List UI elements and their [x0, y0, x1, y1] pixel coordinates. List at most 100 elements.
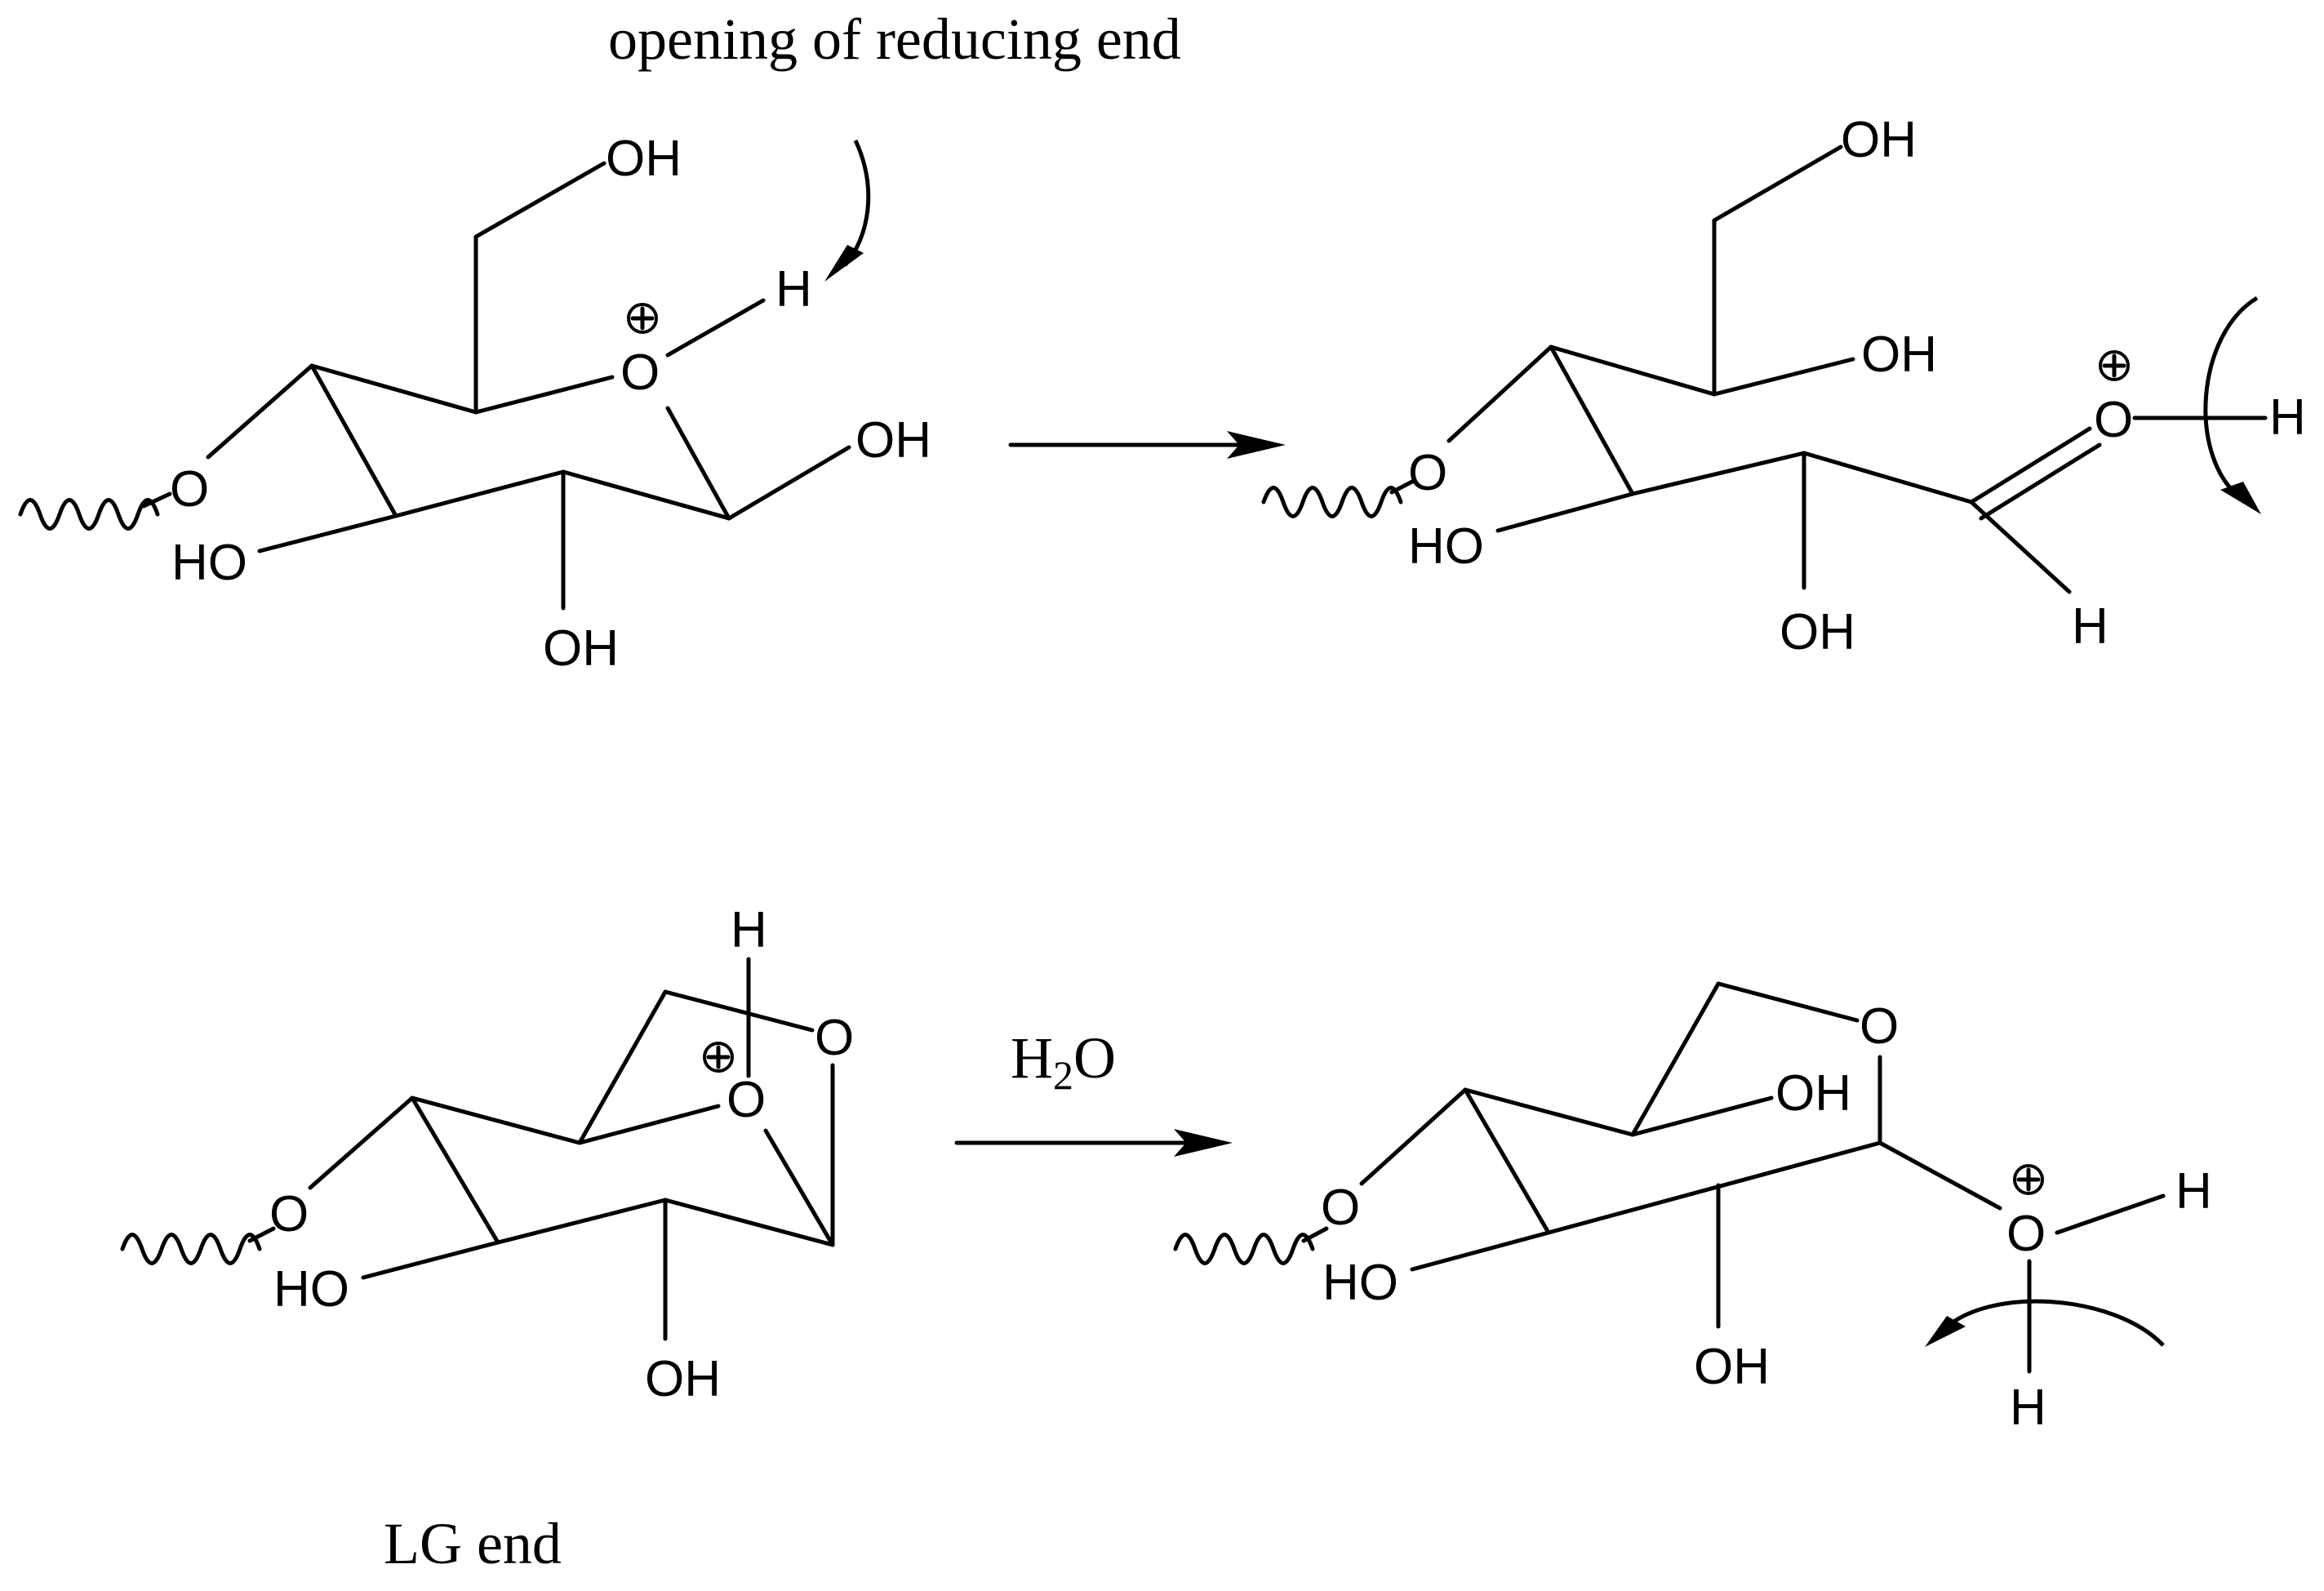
atom-oh: OH: [543, 620, 619, 677]
atom-o: O: [1860, 998, 1899, 1055]
bond: [1549, 344, 1717, 397]
atom-oh: OH: [606, 131, 682, 187]
atom-o: O: [1408, 445, 1447, 501]
curved-arrow: [1941, 1299, 2165, 1347]
atom-o: O: [1321, 1180, 1360, 1236]
atom-ho: HO: [273, 1261, 349, 1318]
bond: [1712, 357, 1855, 397]
double-bond: [1969, 426, 2092, 504]
arrowhead-icon: [824, 245, 864, 282]
bond: [1802, 451, 1974, 504]
bond: [309, 363, 398, 518]
bond: [1546, 1140, 1882, 1235]
bond: [1359, 1087, 1468, 1186]
arrowhead-icon: [2220, 482, 2261, 514]
bond: [1463, 1087, 1551, 1235]
bond: [577, 989, 668, 1145]
bond: [1463, 1087, 1635, 1137]
wavy-bond: [120, 1233, 262, 1265]
atom-ho: HO: [1322, 1255, 1398, 1311]
bond: [1630, 981, 1721, 1137]
wavy-bond: [1261, 486, 1403, 518]
atom-oh: OH: [1841, 112, 1917, 168]
bond: [495, 1198, 668, 1245]
bond: [1549, 344, 1635, 496]
bond: [727, 445, 851, 521]
atom-h: H: [731, 902, 767, 958]
atom-h: H: [2010, 1380, 2046, 1436]
atom-o: O: [2094, 392, 2133, 448]
arrowhead-icon: [1174, 1129, 1233, 1157]
molecule-hydrated-product: O O OH HO OH O H H: [1173, 981, 2212, 1436]
bond: [665, 406, 731, 521]
bond: [247, 1226, 276, 1243]
atom-h: H: [2269, 389, 2306, 446]
bond: [1301, 1226, 1329, 1243]
atom-oh: OH: [1861, 327, 1937, 383]
atom-oh: OH: [1694, 1339, 1770, 1395]
bond: [309, 363, 478, 415]
arrowhead-icon: [1227, 431, 1286, 459]
bond: [473, 375, 615, 415]
bond: [361, 1240, 500, 1280]
bond: [663, 1198, 835, 1247]
bond: [2055, 1193, 2166, 1235]
bond: [663, 989, 815, 1033]
bond: [665, 298, 766, 358]
atom-oh: OH: [855, 412, 931, 469]
charge-plus-icon: [703, 1042, 734, 1073]
atom-o: O: [2006, 1206, 2046, 1262]
reagent-water: H2O: [1011, 1025, 1116, 1098]
bond: [141, 491, 172, 509]
atom-oh: OH: [1780, 604, 1855, 660]
bond: [410, 1095, 582, 1145]
atom-o: O: [269, 1186, 309, 1242]
bond: [473, 161, 607, 239]
caption-opening-of-reducing-end: opening of reducing end: [608, 7, 1181, 72]
curved-arrow: [2203, 296, 2259, 500]
charge-plus-icon: [2013, 1164, 2044, 1195]
bond: [206, 363, 314, 460]
bond: [393, 469, 566, 518]
wavy-bond: [1173, 1233, 1315, 1265]
molecule-protonated-pyranose: O OH O H OH HO OH: [18, 131, 931, 677]
atom-h: H: [2072, 598, 2108, 655]
atom-oh: OH: [645, 1351, 721, 1407]
bond: [257, 513, 398, 553]
atom-ho: HO: [171, 535, 247, 591]
bond: [1630, 451, 1806, 496]
bond: [1877, 1140, 2002, 1211]
charge-plus-icon: [2099, 350, 2130, 381]
bond: [1969, 500, 2072, 594]
molecule-levoglucosan-end: O O O H HO OH: [120, 902, 854, 1407]
bond: [763, 1128, 835, 1247]
bond: [308, 1095, 415, 1190]
bond: [1410, 1230, 1551, 1272]
reaction-arrow-2: [954, 1129, 1233, 1157]
bond: [577, 1104, 721, 1145]
charge-plus-icon: [627, 303, 658, 334]
molecule-open-chain: O OH OH HO OH H O H: [1261, 112, 2306, 660]
double-bond: [1979, 442, 2102, 521]
caption-lg-end: LG end: [384, 1511, 562, 1576]
atom-oh: OH: [1775, 1065, 1851, 1122]
atom-h: H: [775, 261, 812, 318]
bond: [1446, 344, 1553, 443]
wavy-bond: [18, 498, 160, 531]
atom-ho: HO: [1408, 518, 1484, 575]
atom-o: O: [170, 461, 209, 518]
atom-o-ring: O: [727, 1072, 766, 1128]
bond: [410, 1095, 500, 1245]
atom-h: H: [2175, 1163, 2212, 1220]
atom-o-bridge: O: [815, 1010, 854, 1066]
arrowhead-icon: [1925, 1316, 1966, 1347]
bond: [561, 469, 731, 521]
bond: [1389, 479, 1415, 495]
bond: [1495, 491, 1635, 533]
bond: [1630, 1095, 1774, 1137]
bond: [1716, 981, 1860, 1023]
bond: [1712, 144, 1843, 223]
atom-o-ring: O: [620, 344, 660, 401]
reaction-arrow-1: [1008, 431, 1286, 459]
